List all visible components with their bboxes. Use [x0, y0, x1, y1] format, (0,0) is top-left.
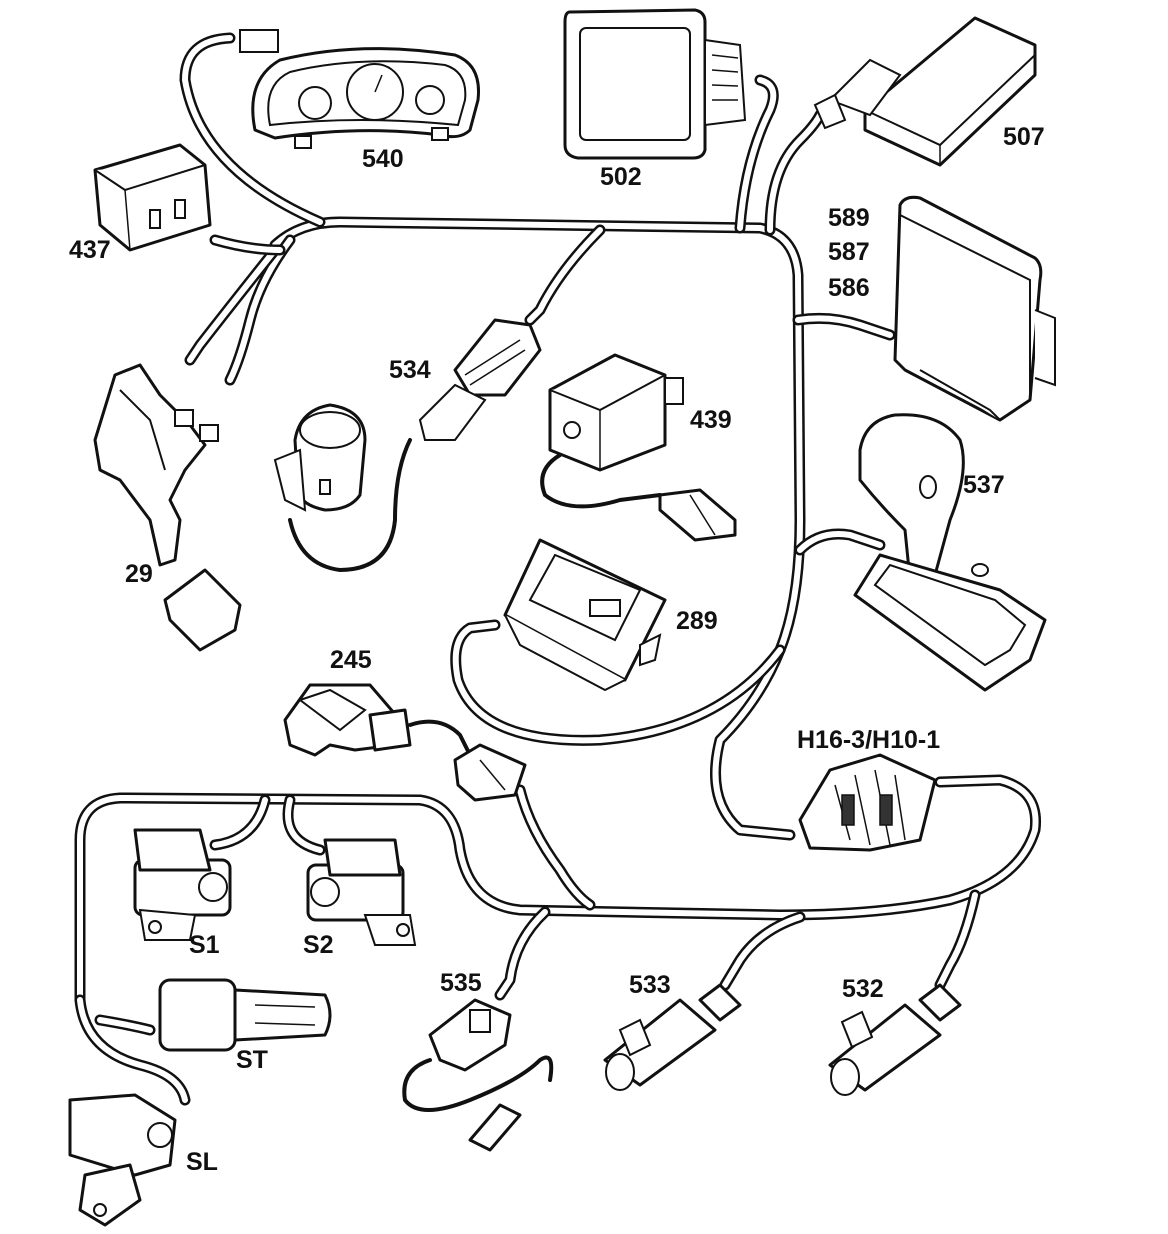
solenoid-st [158, 978, 332, 1052]
label-245: 245 [330, 646, 372, 674]
pedal-assembly-29 [93, 363, 242, 652]
label-532: 532 [842, 975, 884, 1003]
label-533: 533 [629, 971, 671, 999]
module-507 [813, 16, 1037, 167]
sensor-532 [828, 983, 962, 1096]
inline-connector-439 [658, 488, 737, 542]
label-s1: S1 [189, 931, 220, 959]
label-589: 589 [828, 204, 870, 232]
switch-245 [283, 683, 527, 802]
label-502: 502 [600, 163, 642, 191]
sensor-535 [428, 998, 522, 1152]
label-289: 289 [676, 607, 718, 635]
label-439: 439 [690, 406, 732, 434]
relay-437 [93, 143, 212, 252]
label-h16-3-h10-1: H16-3/H10-1 [797, 726, 940, 754]
instrument-cluster-540 [239, 29, 481, 149]
sensor-534 [418, 318, 542, 441]
label-507: 507 [1003, 123, 1045, 151]
solenoid-439 [548, 353, 684, 472]
solenoid-s2 [306, 838, 417, 946]
selector-lever-537 [853, 413, 1047, 692]
label-586: 586 [828, 274, 870, 302]
control-unit-289 [503, 538, 667, 692]
harness-wires [74, 32, 1042, 1106]
label-st: ST [236, 1046, 268, 1074]
label-29: 29 [125, 560, 153, 588]
label-s2: S2 [303, 931, 334, 959]
label-sl: SL [186, 1148, 218, 1176]
label-535: 535 [440, 969, 482, 997]
label-540: 540 [362, 145, 404, 173]
sensor-533 [603, 983, 742, 1091]
pigtail-wires [288, 438, 662, 1112]
label-437: 437 [69, 236, 111, 264]
control-unit-502 [563, 8, 747, 160]
label-534: 534 [389, 356, 431, 384]
solenoid-s1 [133, 828, 232, 941]
connector-h16-3-h10-1 [798, 753, 937, 852]
module-589-587-586 [893, 195, 1056, 422]
label-537: 537 [963, 471, 1005, 499]
ignition-switch [273, 403, 367, 512]
label-587: 587 [828, 238, 870, 266]
solenoid-sl [68, 1093, 177, 1227]
component-labels: 540 502 507 437 589 587 586 534 439 537 … [69, 123, 1045, 1176]
